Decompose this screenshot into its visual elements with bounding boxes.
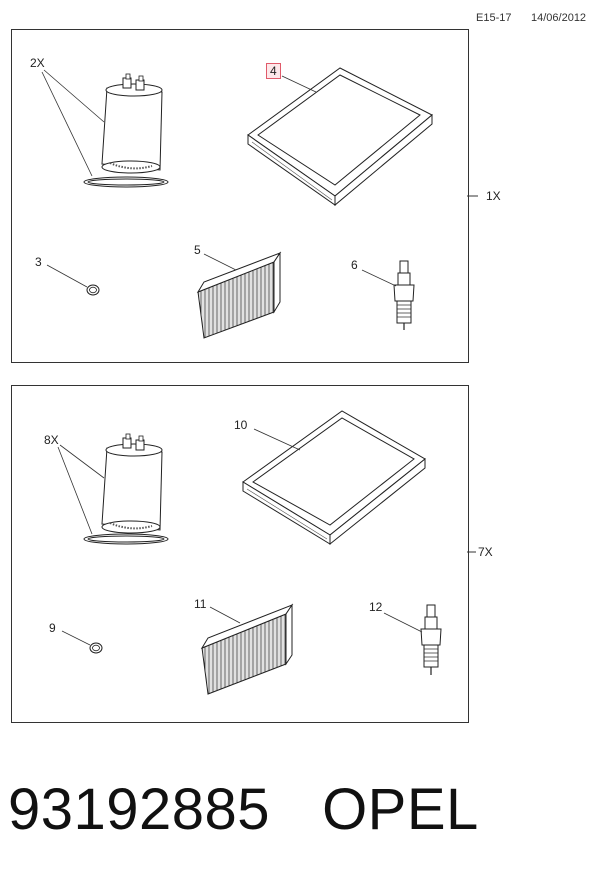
callout-cabin-filter-2: 11 [194,597,207,611]
leader-line-air-filter-2 [253,428,301,451]
fuel-filter-1 [101,73,163,174]
leader-lines-fuel-filter-1 [41,69,105,177]
air-filter-2 [242,410,426,546]
callout-spark-plug-1: 6 [351,258,358,272]
leader-line-cabin-filter-1 [203,253,237,271]
leader-lines-fuel-filter-2 [57,444,105,535]
diagram-code: E15-17 [476,12,512,24]
parts-illustration [41,67,478,695]
leader-line-washer-2 [61,630,91,646]
spark-plug-1 [393,260,415,330]
diagram-date: 14/06/2012 [531,12,587,24]
quantity-label-group-2: 7X [478,545,493,559]
fuel-filter-gasket-1 [83,176,169,188]
cabin-filter-1 [196,251,282,339]
air-filter-1 [247,67,433,207]
part-footer: 93192885 OPEL [8,776,479,843]
cabin-filter-2 [200,603,294,695]
leader-line-air-filter-1 [281,75,317,93]
callout-cabin-filter-1: 5 [194,243,201,257]
leader-line-washer-1 [46,264,88,288]
fuel-filter-2 [101,433,163,534]
leader-line-spark-plug-1 [361,269,397,287]
brand-name: OPEL [322,777,479,842]
callout-washer-1: 3 [35,255,42,269]
callout-air-filter-2: 10 [234,418,248,432]
leader-line-cabin-filter-2 [209,606,241,624]
quantity-label-group-1: 1X [486,189,501,203]
part-number: 93192885 [8,777,271,842]
callout-spark-plug-2: 12 [369,600,383,614]
callout-fuel-filter-1: 2X [30,56,45,70]
washer-1 [86,284,100,296]
callout-washer-2: 9 [49,621,56,635]
callout-fuel-filter-2: 8X [44,433,59,447]
fuel-filter-gasket-2 [83,533,169,545]
spark-plug-2 [420,604,442,675]
callout-air-filter-1[interactable]: 4 [266,63,281,79]
washer-2 [89,642,103,654]
leader-line-spark-plug-2 [383,612,423,633]
